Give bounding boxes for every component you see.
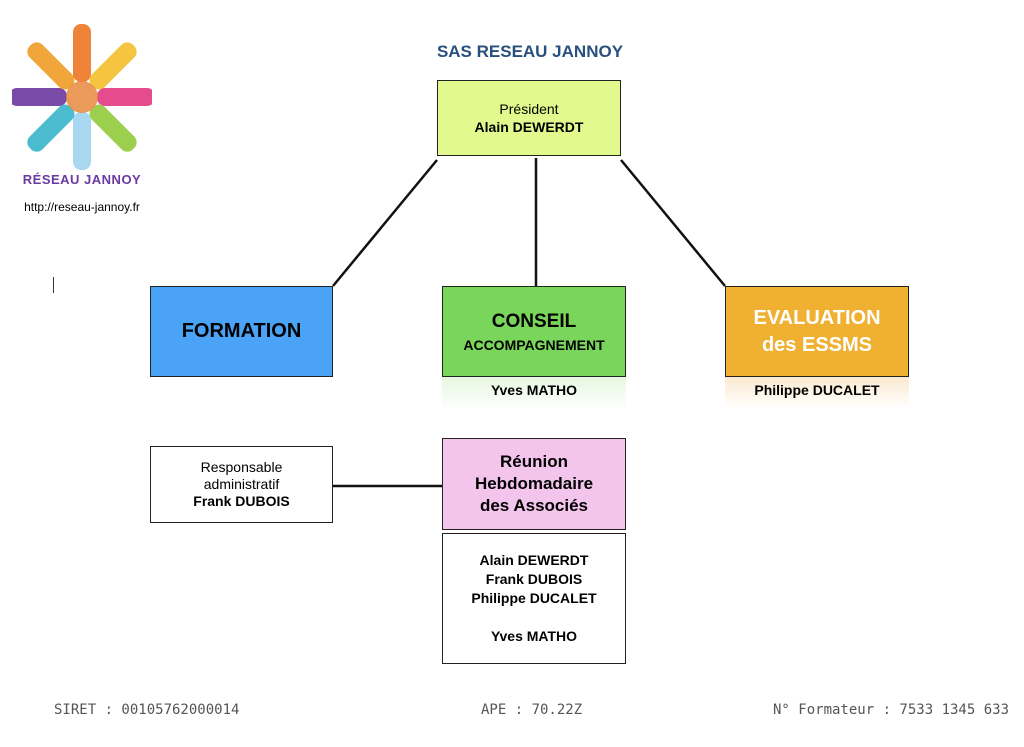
formation-label: FORMATION <box>181 320 302 342</box>
logo-name: RÉSEAU JANNOY <box>22 172 142 187</box>
reunion-line1: Réunion <box>500 452 568 471</box>
associe-item: Frank DUBOIS <box>485 571 583 587</box>
conseil-box: CONSEIL ACCOMPAGNEMENT <box>442 286 626 377</box>
president-role: Président <box>499 101 559 117</box>
evaluation-label: EVALUATION <box>753 306 881 329</box>
president-name: Alain DEWERDT <box>474 119 584 135</box>
footer-siret: SIRET : 00105762000014 <box>54 702 240 718</box>
associe-item: Yves MATHO <box>490 628 578 644</box>
reunion-line2: Hebdomadaire <box>474 474 594 493</box>
associes-box: Alain DEWERDT Frank DUBOIS Philippe DUCA… <box>442 533 626 664</box>
conseil-person: Yves MATHO <box>442 377 626 409</box>
reunion-box: Réunion Hebdomadaire des Associés <box>442 438 626 530</box>
reunion-line3: des Associés <box>479 496 589 515</box>
responsable-box: Responsable administratif Frank DUBOIS <box>150 446 333 523</box>
evaluation-box: EVALUATION des ESSMS <box>725 286 909 377</box>
conseil-sublabel: ACCOMPAGNEMENT <box>463 336 605 353</box>
responsable-role-line1: Responsable <box>200 459 283 475</box>
page-title: SAS RESEAU JANNOY <box>436 42 624 61</box>
footer-formateur: N° Formateur : 7533 1345 633 <box>773 702 1010 718</box>
associe-item: Alain DEWERDT <box>479 552 589 568</box>
hands-circle-icon <box>9 24 155 170</box>
associe-item: Philippe DUCALET <box>471 590 597 606</box>
evaluation-person: Philippe DUCALET <box>725 377 909 409</box>
responsable-name: Frank DUBOIS <box>193 493 290 509</box>
president-box: Président Alain DEWERDT <box>437 80 621 156</box>
conseil-label: CONSEIL <box>491 310 577 332</box>
line-president-evaluation <box>620 159 726 287</box>
evaluation-sublabel: des ESSMS <box>761 333 873 356</box>
formation-box: FORMATION <box>150 286 333 377</box>
line-president-formation <box>332 159 438 287</box>
footer-ape: APE : 70.22Z <box>481 702 583 718</box>
text-cursor <box>53 277 54 293</box>
responsable-role-line2: administratif <box>203 476 280 492</box>
website-link[interactable]: http://reseau-jannoy.fr <box>24 200 140 214</box>
